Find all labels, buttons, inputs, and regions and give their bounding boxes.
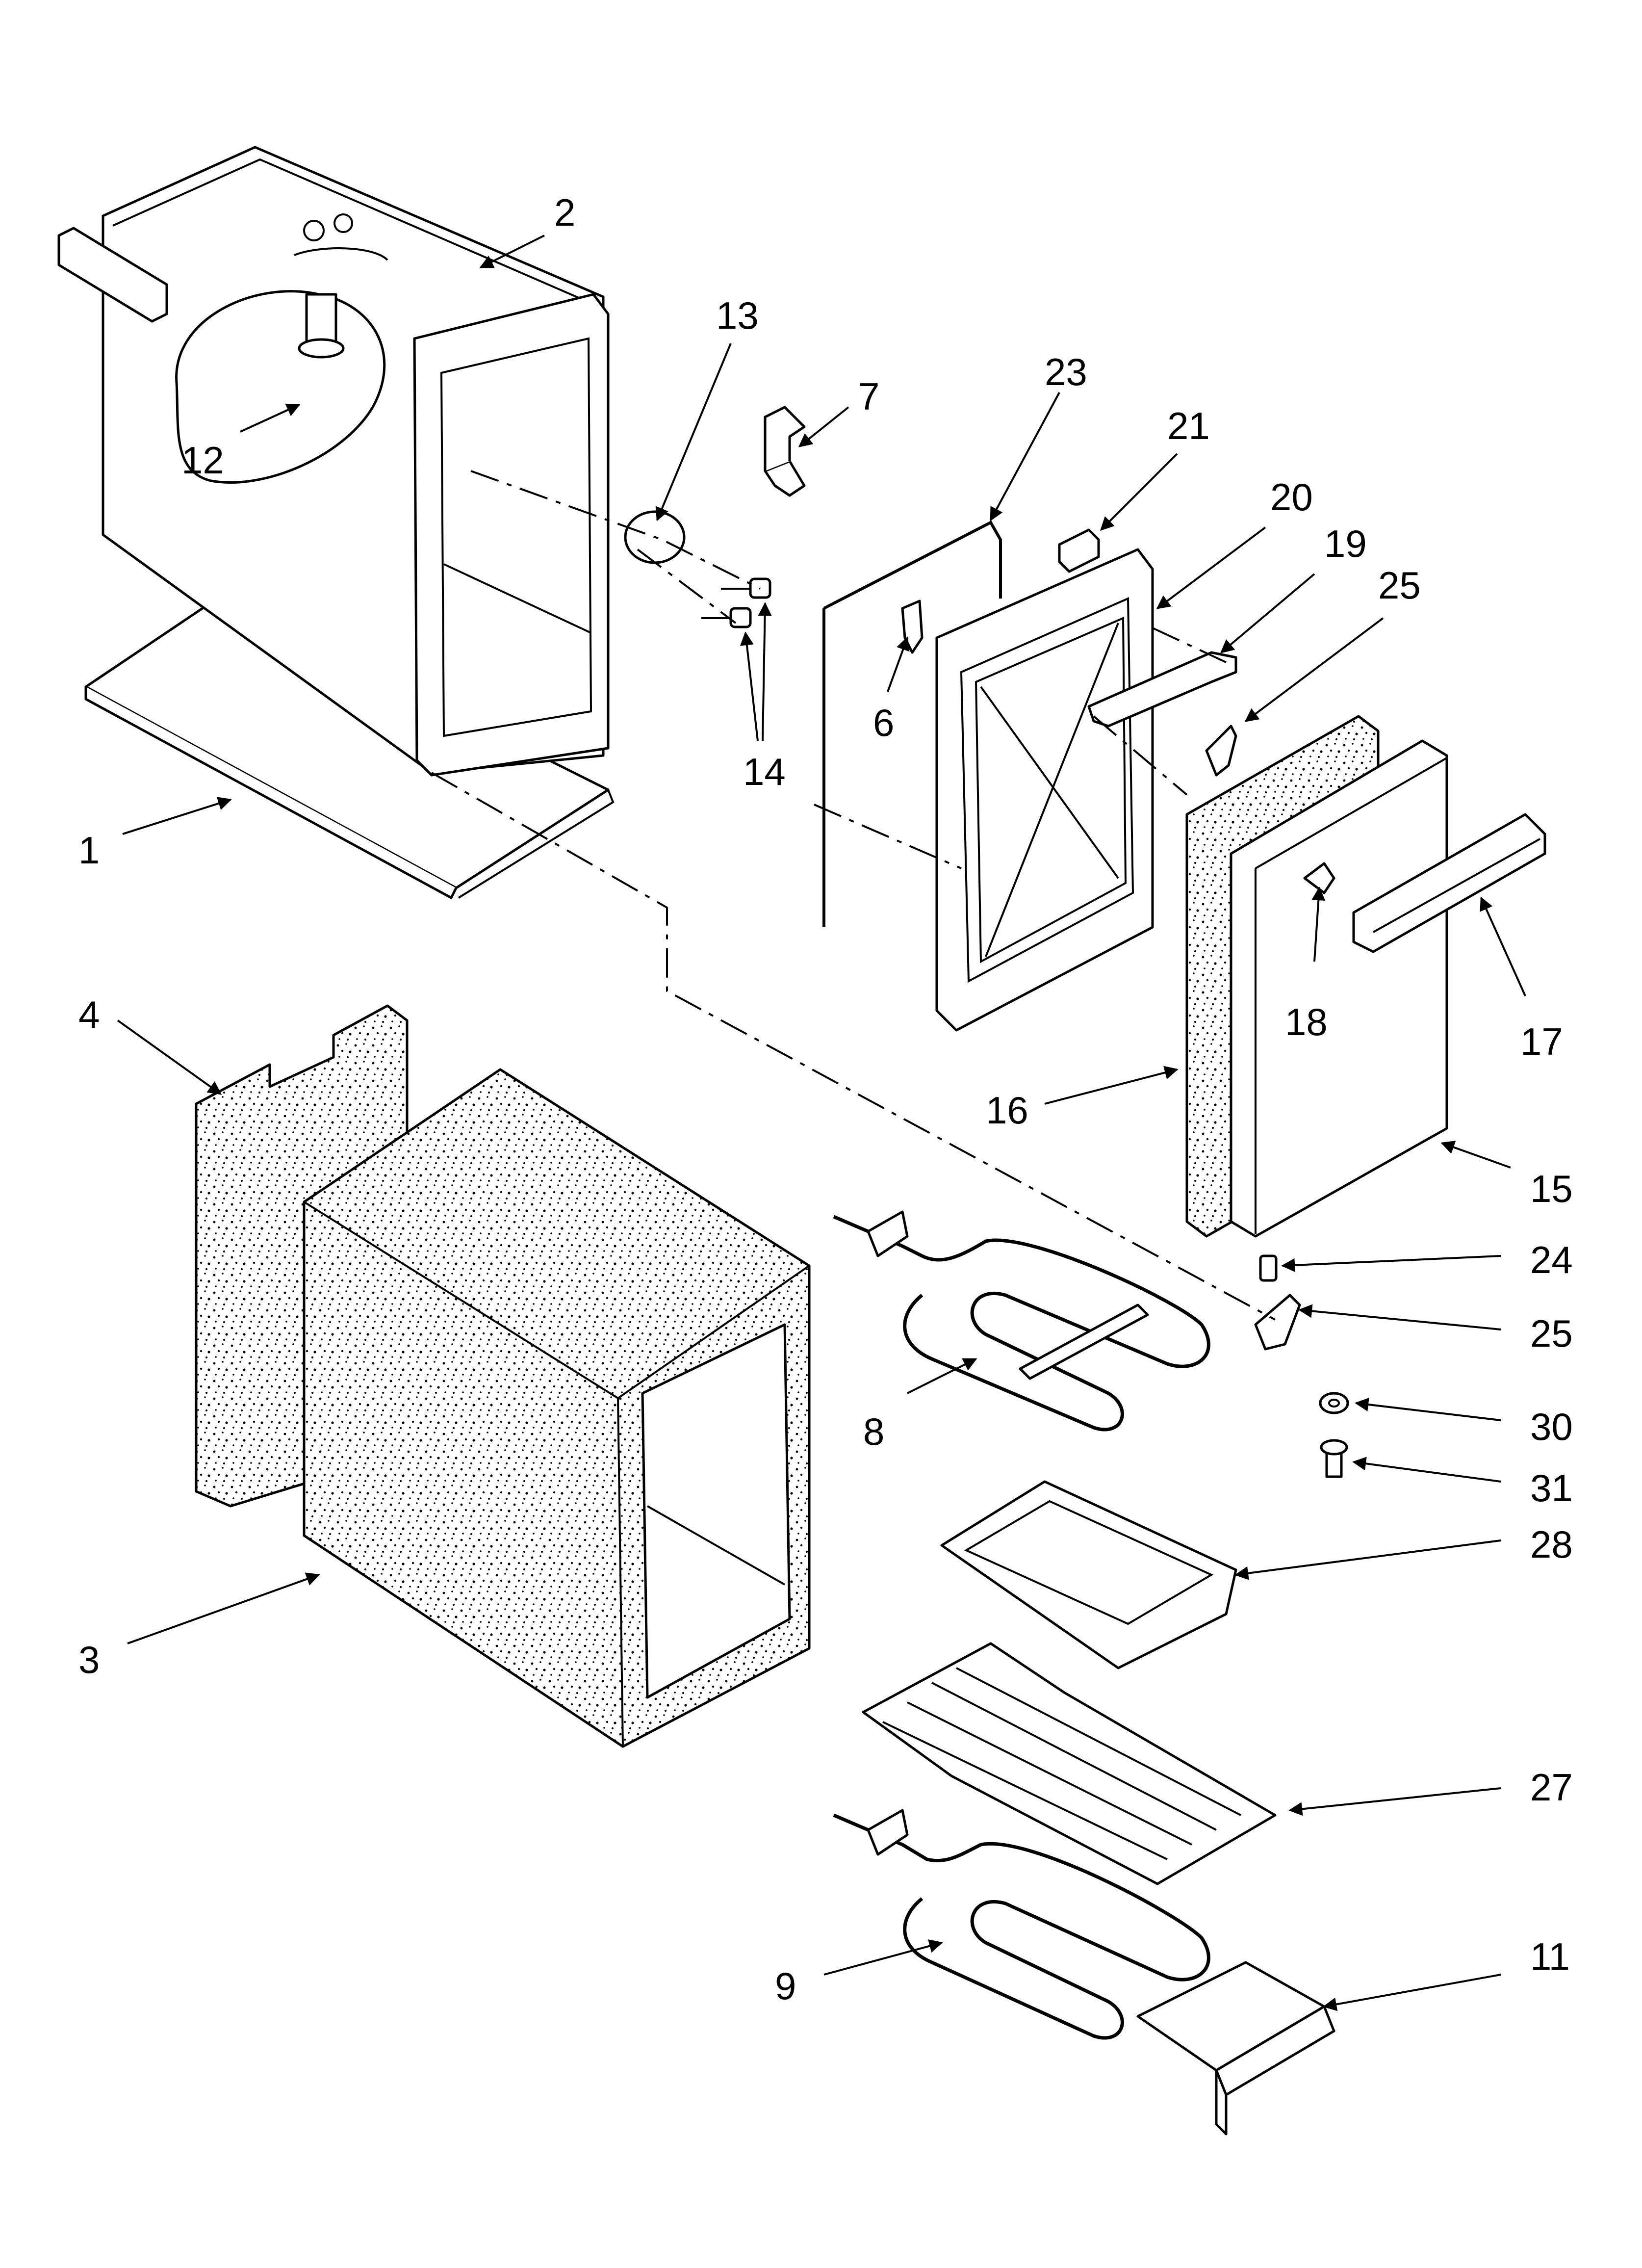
part-31-screw (1320, 1439, 1348, 1478)
callout-16: 16 (986, 1089, 1028, 1132)
callout-15: 15 (1530, 1167, 1573, 1210)
part-28-broil-pan (940, 1480, 1237, 1669)
callout-9: 9 (775, 1964, 796, 2007)
part-14-screws (701, 577, 771, 628)
part-2-oven-liner (57, 146, 610, 777)
callout-19: 19 (1324, 522, 1367, 565)
callout-8: 8 (863, 1410, 884, 1453)
callout-7: 7 (858, 375, 879, 418)
callout-1: 1 (78, 829, 100, 872)
part-25-clip-top (1205, 725, 1237, 777)
callout-11: 11 (1530, 1935, 1570, 1978)
part-19-hinge (1087, 651, 1237, 728)
callout-25-bottom: 25 (1530, 1312, 1573, 1355)
part-20-inner-door (935, 548, 1154, 1032)
callout-14: 14 (743, 750, 786, 793)
callout-13: 13 (716, 294, 759, 337)
callout-4: 4 (78, 993, 100, 1036)
part-7-clip (764, 406, 806, 497)
part-15-outer-door (1230, 739, 1448, 1238)
callout-labels: 2 13 7 23 21 20 19 25 12 6 14 1 18 17 16… (78, 191, 1573, 2007)
callout-23: 23 (1045, 350, 1087, 393)
part-25-clip-bottom (1254, 1294, 1301, 1351)
callout-6: 6 (873, 701, 894, 744)
part-21-bracket (1058, 528, 1100, 573)
callout-31: 31 (1530, 1466, 1573, 1510)
part-8-bake-element (833, 1210, 1210, 1432)
part-3-cavity-insulation (303, 1068, 811, 1748)
callout-2: 2 (554, 191, 575, 234)
part-27-grill-rack (862, 1642, 1277, 1885)
callout-30: 30 (1530, 1405, 1573, 1448)
leader-lines (117, 235, 1526, 2011)
part-9-broil-element (833, 1809, 1210, 2040)
callout-28: 28 (1530, 1523, 1573, 1566)
callout-21: 21 (1167, 404, 1210, 447)
callout-12: 12 (181, 439, 224, 482)
part-11-bracket-plate (1136, 1961, 1335, 2136)
part-23-door-gasket (822, 521, 1002, 927)
alignment-lines (431, 470, 1276, 1321)
callout-18: 18 (1285, 1000, 1328, 1043)
callout-17: 17 (1520, 1020, 1563, 1063)
part-17-handle (1352, 813, 1546, 953)
callout-20: 20 (1270, 475, 1313, 519)
callout-24: 24 (1530, 1238, 1573, 1281)
part-24-pin (1259, 1254, 1278, 1282)
callout-3: 3 (78, 1638, 100, 1681)
part-1-base-plate (84, 595, 615, 899)
callout-27: 27 (1530, 1766, 1573, 1809)
part-30-washer (1319, 1392, 1349, 1414)
callout-25-top: 25 (1378, 564, 1421, 607)
